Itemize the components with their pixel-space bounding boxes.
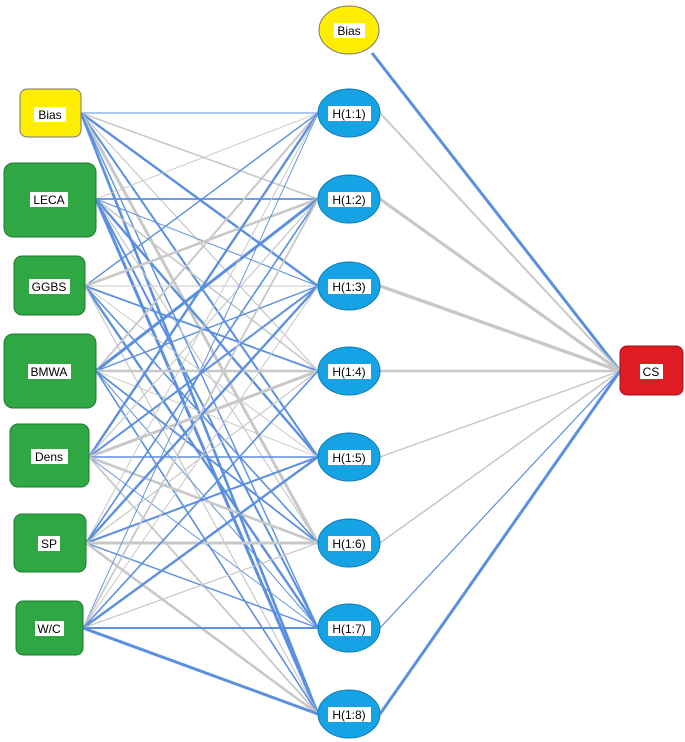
edge-input-2-hidden-2: [84, 197, 319, 288]
edge-input-5-hidden-1: [85, 112, 319, 544]
input-bias-node: Bias: [19, 88, 82, 138]
hidden-node-5: H(1:5): [317, 432, 381, 482]
edge-input-2-hidden-1: [84, 112, 319, 287]
edge-hidden-bias-output: [370, 52, 622, 372]
edge-input-6-hidden-2: [82, 198, 319, 629]
input-label-wc: W/C: [37, 622, 61, 636]
edge-input-0-hidden-2: [80, 112, 319, 200]
edge-input-3-hidden-1: [95, 112, 319, 372]
connection-lines: [79, 52, 622, 716]
edge-input-6-hidden-8: [82, 626, 319, 716]
input-label-leca: LECA: [33, 193, 64, 207]
edge-hidden-6-output: [379, 370, 621, 544]
hidden-node-6: H(1:6): [317, 518, 381, 568]
hidden-node-1: H(1:1): [317, 88, 381, 138]
hidden-label-6: H(1:6): [332, 537, 365, 551]
edge-input-5-hidden-4: [85, 370, 319, 544]
hidden-label-5: H(1:5): [332, 451, 365, 465]
input-node-ggbs: GGBS: [13, 255, 86, 316]
edge-input-5-hidden-5: [85, 456, 319, 544]
edge-input-6-hidden-3: [82, 285, 319, 629]
hidden-label-8: H(1:8): [332, 708, 365, 722]
input-node-wc: W/C: [15, 600, 84, 656]
edge-input-3-hidden-2: [95, 197, 319, 373]
input-label-bmwa: BMWA: [31, 365, 68, 379]
edge-input-6-hidden-4: [82, 370, 319, 629]
edge-input-6-hidden-1: [82, 112, 319, 629]
edge-input-5-hidden-3: [85, 285, 319, 544]
edge-input-4-hidden-3: [88, 285, 319, 458]
edge-input-4-hidden-2: [88, 198, 319, 458]
input-node-leca: LECA: [3, 162, 97, 238]
input-label-sp: SP: [41, 537, 57, 551]
input-label-ggbs: GGBS: [32, 280, 67, 294]
input-node-dens: Dens: [9, 423, 90, 488]
edge-hidden-5-output: [379, 370, 621, 458]
edge-hidden-7-output: [379, 370, 621, 629]
edge-input-3-hidden-7: [95, 370, 319, 629]
hidden-label-7: H(1:7): [332, 622, 365, 636]
hidden-label-2: H(1:2): [332, 193, 365, 207]
input-label-dens: Dens: [35, 450, 63, 464]
edge-hidden-1-output: [379, 112, 621, 372]
output-label-cs: CS: [643, 365, 660, 379]
hidden-node-4: H(1:4): [317, 346, 381, 396]
edge-hidden-2-output: [379, 197, 621, 373]
hidden-node-8: H(1:8): [317, 689, 381, 739]
input-node-sp: SP: [13, 513, 87, 573]
hidden-bias-label: Bias: [337, 24, 360, 38]
edge-input-3-hidden-3: [95, 285, 319, 372]
edge-hidden-8-output: [378, 370, 622, 715]
hidden-bias-node: Bias: [318, 5, 380, 55]
input-node-bmwa: BMWA: [3, 333, 97, 409]
hidden-label-3: H(1:3): [332, 280, 365, 294]
edge-input-1-hidden-1: [95, 112, 319, 200]
input-bias-label: Bias: [38, 108, 61, 122]
hidden-node-7: H(1:7): [317, 603, 381, 653]
edge-input-5-hidden-2: [85, 198, 319, 544]
edge-input-4-hidden-1: [88, 112, 319, 458]
hidden-label-4: H(1:4): [332, 365, 365, 379]
edge-hidden-3-output: [379, 284, 621, 373]
hidden-label-1: H(1:1): [332, 107, 365, 121]
hidden-node-3: H(1:3): [317, 261, 381, 311]
edge-input-6-hidden-5: [82, 456, 319, 629]
output-node-cs: CS: [619, 345, 684, 396]
hidden-node-2: H(1:2): [317, 174, 381, 224]
edge-input-6-hidden-6: [82, 542, 319, 629]
